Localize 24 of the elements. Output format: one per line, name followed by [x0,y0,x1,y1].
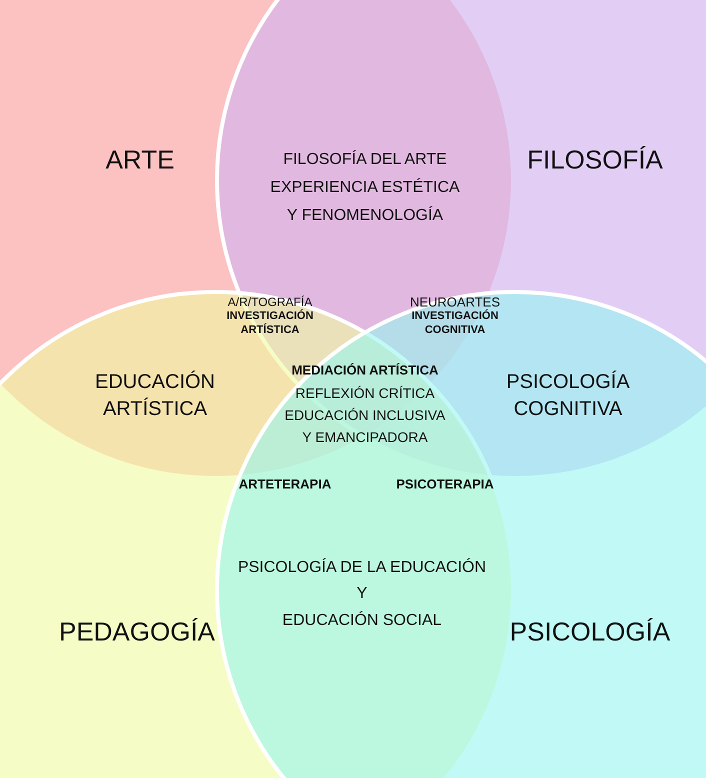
region-label: EDUCACIÓN ARTÍSTICA [94,370,216,422]
set-title: ARTE [106,144,174,176]
region-label: MEDIACIÓN ARTÍSTICA [292,362,438,378]
region-label: REFLEXIÓN CRÍTICA [295,385,435,401]
region-label: NEUROARTES [410,294,500,310]
set-title: FILOSOFÍA [527,144,663,176]
region-label: COGNITIVA [424,324,486,336]
region-label: Y EMANCIPADORA [302,429,428,445]
region-label: FILOSOFÍA DEL ARTE [283,151,447,169]
region-label: EDUCACIÓN INCLUSIVA [284,407,446,423]
region-label: Y [356,585,368,603]
region-label: ARTETERAPIA [238,476,332,492]
region-label: ARTÍSTICA [240,324,300,336]
set-title: PSICOLOGÍA [510,616,670,648]
set-title: PEDAGOGÍA [58,616,216,648]
region-label: EXPERIENCIA ESTÉTICA [270,179,460,197]
region-label: PSICOLOGÍA COGNITIVA [505,370,631,422]
region-label: PSICOTERAPIA [396,476,494,492]
region-label: A/R/TOGRAFÍA [228,295,312,309]
region-label: INVESTIGACIÓN [412,310,498,322]
region-label: PSICOLOGÍA DE LA EDUCACIÓN [238,559,486,577]
region-label: Y FENOMENOLOGÍA [286,207,444,225]
region-label: INVESTIGACIÓN [226,310,314,322]
region-label: EDUCACIÓN SOCIAL [282,612,442,630]
